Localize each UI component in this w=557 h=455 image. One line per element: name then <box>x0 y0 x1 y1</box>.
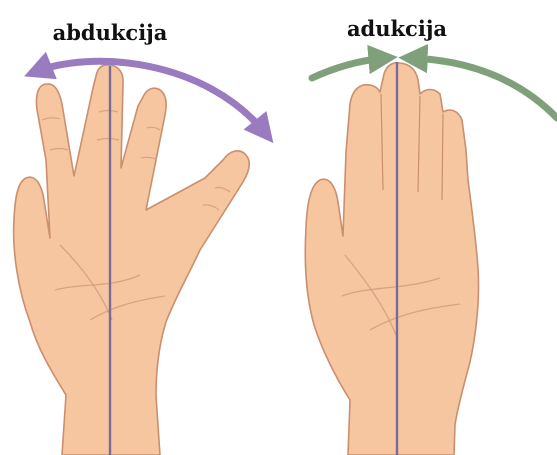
adduction-arrow-left <box>312 58 386 78</box>
adduction-hand <box>305 62 478 455</box>
adduction-label: adukcija <box>347 16 447 41</box>
abduction-hand-silhouette <box>14 65 250 455</box>
adduction-hand-silhouette <box>305 63 478 455</box>
abduction-label: abdukcija <box>53 20 168 45</box>
abduction-hand <box>14 65 250 455</box>
